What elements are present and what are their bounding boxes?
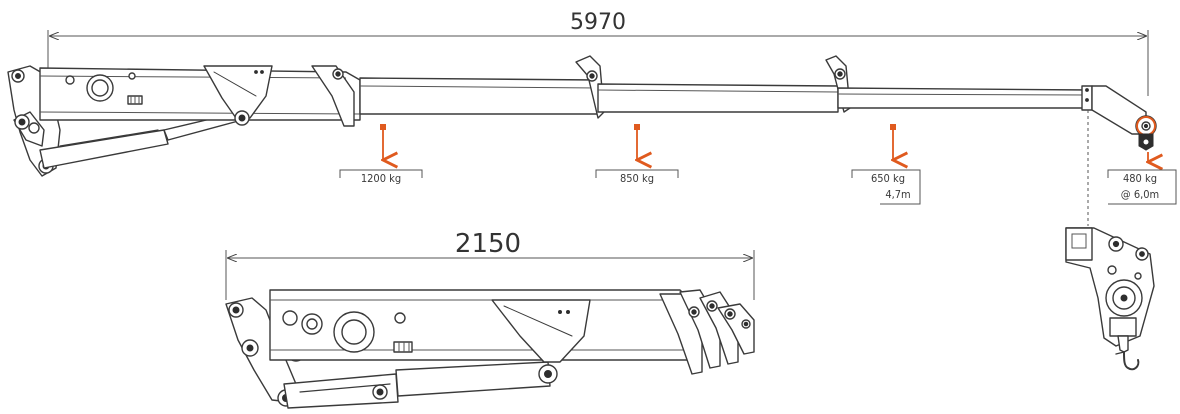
- load-indicator-4: 480 kg @ 6,0m: [1107, 152, 1177, 205]
- load-3-weight: 650 kg: [871, 172, 905, 185]
- load-2-weight: 850 kg: [620, 172, 654, 185]
- load-indicator-3: 650 kg 4,7m: [851, 124, 921, 205]
- boom-section-3: [597, 83, 839, 113]
- retracted-boom: [225, 289, 755, 409]
- hook-block: [1065, 227, 1155, 371]
- load-4-weight: 480 kg: [1123, 172, 1157, 185]
- load-indicator-2: 850 kg: [595, 124, 679, 185]
- extended-length-dimension: 5970: [47, 10, 1149, 96]
- load-indicator-1: 1200 kg: [339, 124, 423, 185]
- extended-boom: [7, 55, 1157, 226]
- boom-section-4: [837, 87, 1091, 109]
- load-1-weight: 1200 kg: [361, 172, 401, 185]
- load-4-reach: @ 6,0m: [1121, 188, 1159, 201]
- retracted-length-dimension: 2150: [225, 229, 755, 300]
- tip-hook-block: [1136, 116, 1156, 151]
- load-3-reach: 4,7m: [885, 188, 910, 201]
- boom-section-2: [359, 77, 599, 115]
- extended-length-label: 5970: [570, 10, 626, 35]
- retracted-length-label: 2150: [455, 229, 521, 259]
